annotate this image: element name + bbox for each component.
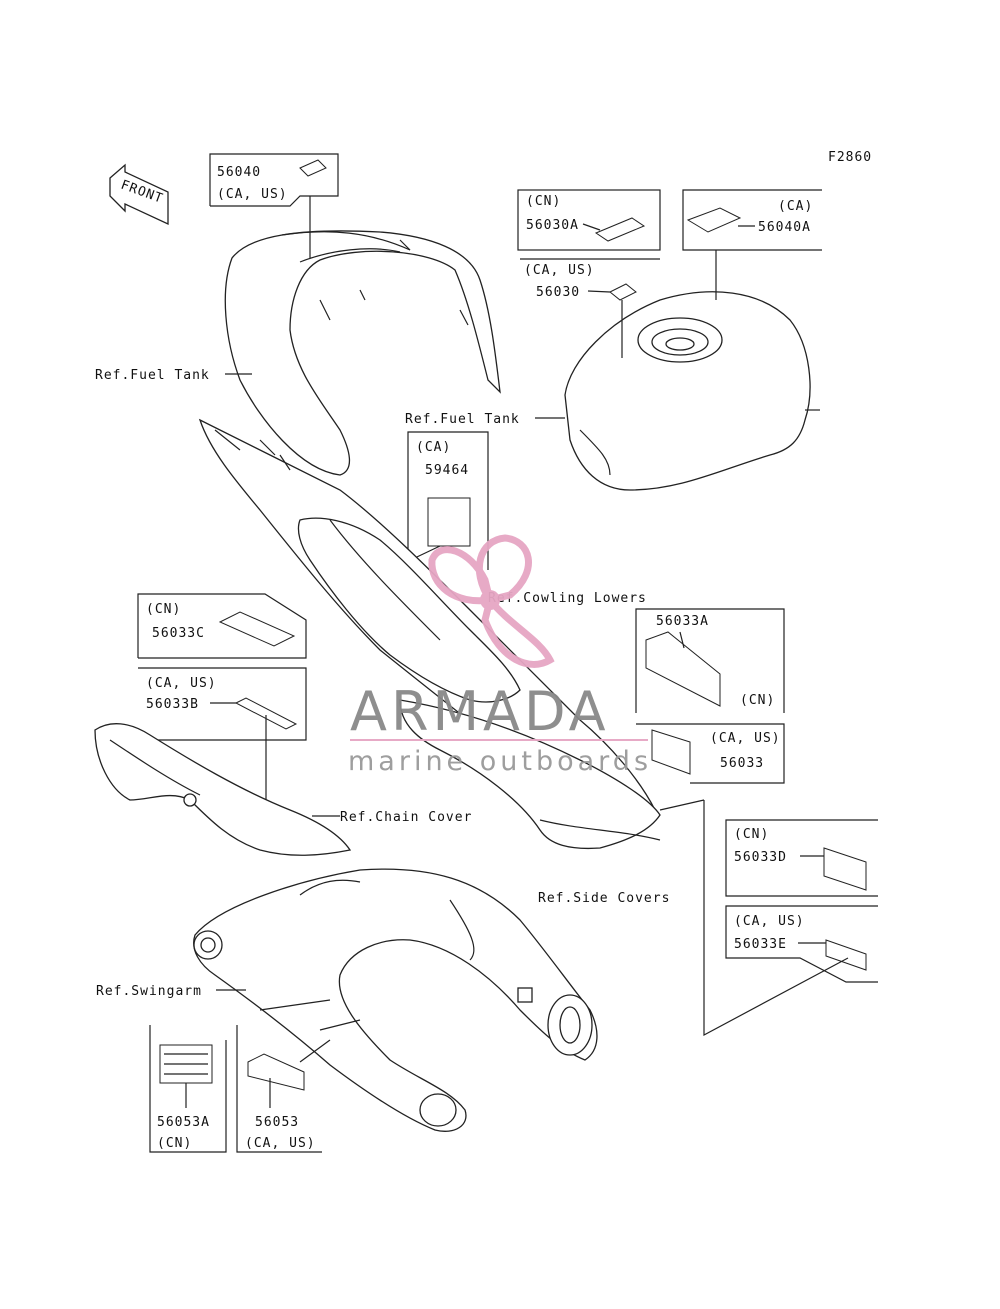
callout-56030: (CA, US) 56030 [524,263,637,358]
callout-56053: 56053 (CA, US) [236,1025,331,1153]
ref-fuel-tank-right: Ref.Fuel Tank [405,412,520,427]
callout-56053-region: (CA, US) [245,1136,316,1151]
callout-56040-part: 56040 [217,165,261,180]
callout-56053A-part: 56053A [157,1115,210,1130]
front-arrow-icon: FRONT [109,163,169,226]
callout-56033A-region: (CN) [740,693,775,708]
cowling-lower-part [198,418,656,831]
callout-56033B-region: (CA, US) [146,676,217,691]
ref-fuel-tank-left: Ref.Fuel Tank [95,368,210,383]
callout-56033C: (CN) 56033C [137,593,307,659]
callout-56030A: (CN) 56030A [517,189,661,260]
callout-56033E: (CA, US) 56033E [725,905,878,983]
callout-56033E-region: (CA, US) [734,914,805,929]
watermark: ARMADA marine outboards [348,534,652,777]
callout-56033A-part: 56033A [656,614,709,629]
callout-56040A-part: 56040A [758,220,811,235]
callout-56033A: 56033A (CN) [635,608,785,713]
callout-56033D-part: 56033D [734,850,787,865]
callout-56030A-part: 56030A [526,218,579,233]
callout-56033B: (CA, US) 56033B [138,667,307,830]
callout-56040A-region: (CA) [778,199,813,214]
callout-56053-part: 56053 [255,1115,299,1130]
callout-59464-region: (CA) [416,440,451,455]
callout-56033C-part: 56033C [152,626,205,641]
callout-56053A-region: (CN) [157,1136,192,1151]
swingarm-part [193,868,598,1132]
callout-56030-part: 56030 [536,285,580,300]
ref-cowling-lowers: Ref.Cowling Lowers [488,591,647,606]
callout-56033D: (CN) 56033D [725,819,878,897]
chain-cover-part [94,723,352,856]
watermark-title: ARMADA [350,680,610,743]
callout-56030A-region: (CN) [526,194,561,209]
callout-56033B-part: 56033B [146,697,199,712]
diagram-code: F2860 [828,150,872,165]
callout-56033: (CA, US) 56033 [636,723,785,784]
callout-56033C-region: (CN) [146,602,181,617]
callout-56053A: 56053A (CN) [149,1025,227,1153]
fuel-tank-part [564,291,820,491]
ref-chain-cover: Ref.Chain Cover [340,810,472,825]
callout-56040A: (CA) 56040A [682,189,822,300]
callout-56030-region: (CA, US) [524,263,595,278]
callout-56033E-part: 56033E [734,937,787,952]
propeller-logo-icon [428,534,555,668]
callout-59464: (CA) 59464 [399,431,489,570]
watermark-subtitle: marine outboards [348,746,652,777]
callout-56033-region: (CA, US) [710,731,781,746]
tail-cowl-part [224,230,501,476]
callout-56040: 56040 (CA, US) [209,153,339,258]
callout-59464-part: 59464 [425,463,469,478]
callout-56033D-region: (CN) [734,827,769,842]
callout-56033-part: 56033 [720,756,764,771]
callout-56040-region: (CA, US) [217,187,288,202]
ref-swingarm: Ref.Swingarm [96,984,202,999]
side-cover-part [399,699,661,850]
ref-side-covers: Ref.Side Covers [538,891,670,906]
